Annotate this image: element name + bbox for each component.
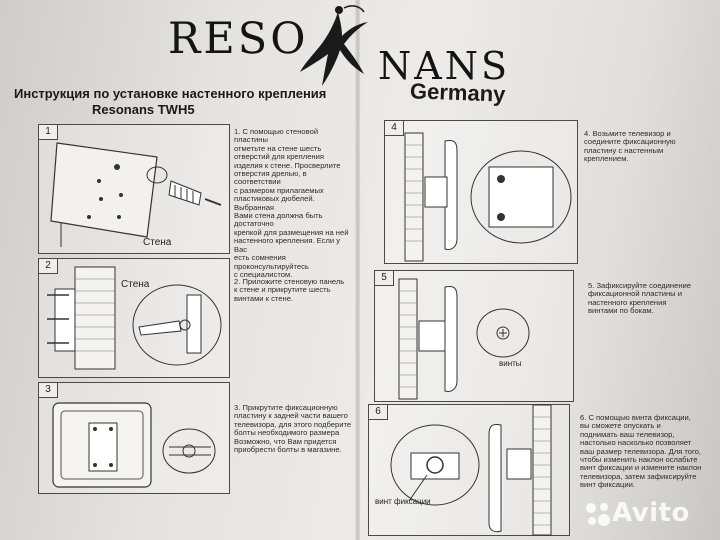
step-5-number: 5 <box>374 270 394 286</box>
step-5-text: 5. Зафиксируйте соединение фиксационной … <box>588 281 692 316</box>
avito-logo-icon <box>586 503 610 526</box>
brand-right: NANS <box>378 44 510 88</box>
step-1-diagram <box>50 142 222 247</box>
step-1-wall-label: Стена <box>143 237 172 248</box>
step-1-number: 1 <box>38 124 58 140</box>
brand-subtitle: Germany <box>409 78 506 107</box>
step-3-number: 3 <box>38 382 58 398</box>
step-4-text: 4. Возьмите телевизор и соедините фиксац… <box>584 129 676 164</box>
step-3-panel: 3 <box>38 382 230 494</box>
step-3-diagram <box>52 402 216 488</box>
step-5-panel: 5 винты <box>374 270 574 402</box>
step-6-lock-screw-label: винт фиксации <box>375 497 431 506</box>
step-2-diagram <box>47 266 222 370</box>
step-6-number: 6 <box>368 404 388 420</box>
step-6-text: 6. С помощью винта фиксации, вы сможете … <box>580 413 702 490</box>
step-6-panel: 6 винт фиксации <box>368 404 570 536</box>
step-2-number: 2 <box>38 258 58 274</box>
brand-left: RESO <box>168 14 309 64</box>
step-2-panel: 2 Стена <box>38 258 230 378</box>
step-5-screws-label: винты <box>499 359 522 368</box>
step-4-panel: 4 <box>384 120 578 264</box>
step-1-text: 1. С помощью стеновой пластины отметьте … <box>234 127 349 279</box>
step-5-diagram <box>398 278 530 400</box>
step-2-wall-label: Стена <box>121 279 150 290</box>
model-name: Resonans TWH5 <box>92 102 195 117</box>
paper-fold <box>355 0 361 540</box>
step-6-diagram <box>390 404 552 536</box>
step-4-number: 4 <box>384 120 404 136</box>
step-4-diagram <box>404 132 572 262</box>
step-2-text: 2. Приложите стеновую панель к стене и п… <box>234 277 345 303</box>
step-1-panel: 1 Стена <box>38 124 230 254</box>
avito-watermark: Avito <box>612 498 690 528</box>
fairy-logo-icon <box>300 5 368 86</box>
page-title: Инструкция по установке настенного крепл… <box>14 86 327 101</box>
step-3-text: 3. Прикрутите фиксационную пластину к за… <box>234 403 352 455</box>
